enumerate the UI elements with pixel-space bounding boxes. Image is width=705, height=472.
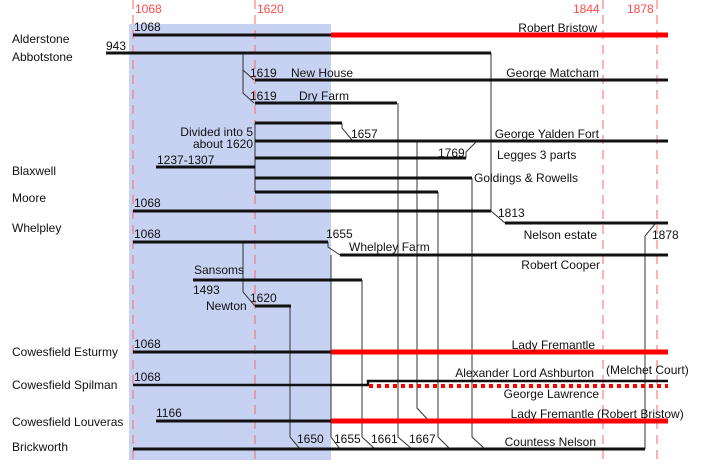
owner-label: Legges 3 parts	[497, 148, 576, 162]
year-label: 1878	[652, 228, 679, 242]
year-label: 1655	[334, 432, 361, 446]
year-label: 1769	[438, 146, 465, 160]
row-label: Abbotstone	[12, 50, 73, 64]
owner-label: Alexander Lord Ashburton	[455, 366, 594, 380]
timeline-segment	[242, 70, 255, 104]
property-label: Dry Farm	[299, 89, 349, 103]
year-label: 1650	[297, 432, 324, 446]
timeline-segment	[465, 140, 478, 158]
timeline-segment	[133, 379, 668, 387]
timeline-segment	[416, 141, 430, 422]
owner-label: Nelson estate	[524, 228, 598, 242]
timeline-segment	[644, 223, 656, 449]
year-label: 943	[106, 39, 126, 53]
timeline-segment	[341, 123, 353, 141]
year-label: 1813	[498, 206, 525, 220]
row-labels: Alderstone Abbotstone Blaxwell Moore Whe…	[12, 32, 123, 454]
owner-label: George Matcham	[506, 66, 599, 80]
owner-label: Robert Bristow	[518, 21, 597, 35]
owner-label: George Yalden Fort	[495, 127, 600, 141]
ownership-lines	[106, 32, 668, 451]
property-label: Whelpley Farm	[349, 240, 430, 254]
year-label: 1619	[250, 89, 277, 103]
note-label: (Melchet Court)	[606, 363, 689, 377]
year-label: 1068	[134, 337, 161, 351]
year-label: 1619	[250, 66, 277, 80]
row-label: Cowesfield Esturmy	[12, 345, 118, 359]
row-label: Brickworth	[12, 440, 68, 454]
year-label: 1661	[371, 432, 398, 446]
year-label: 1657	[351, 127, 378, 141]
year-label: 1166	[156, 406, 182, 420]
year-label: 1068	[134, 196, 161, 210]
year-label: 1493	[193, 283, 220, 297]
year-label: 1068	[134, 20, 161, 34]
timeline-segment	[327, 242, 341, 256]
row-label: Alderstone	[12, 32, 70, 46]
year-label: 1068	[134, 227, 161, 241]
annotations: 1068 Robert Bristow 943 1619 New House G…	[106, 20, 689, 449]
timeline-segment	[289, 306, 301, 450]
note-label: about 1620	[193, 137, 253, 151]
property-label: Newton	[206, 299, 247, 313]
note-label: (Robert Bristow)	[597, 407, 684, 421]
row-label: Whelpley	[12, 221, 61, 235]
year-label: 1237-1307	[157, 153, 215, 167]
owner-label: Lady Fremantle	[511, 407, 595, 421]
row-label: Cowesfield Louveras	[12, 415, 123, 429]
connectors	[242, 53, 656, 450]
timeline-segment	[242, 242, 256, 307]
owner-label: Countess Nelson	[505, 435, 596, 449]
marker-label: 1878	[627, 2, 654, 16]
row-label: Moore	[12, 191, 46, 205]
year-label: 1655	[326, 227, 353, 241]
row-label: Cowesfield Spilman	[12, 378, 117, 392]
marker-label: 1844	[573, 2, 600, 16]
row-label: Blaxwell	[12, 164, 56, 178]
timeline-segment	[471, 178, 486, 450]
note-label: Divided into 5	[180, 125, 253, 139]
owner-label: Lady Fremantle	[512, 338, 596, 352]
owner-label: George Lawrence	[504, 387, 600, 401]
marker-label: 1620	[257, 2, 284, 16]
timeline-segment	[330, 255, 341, 450]
timeline-segment	[437, 192, 451, 450]
year-label: 1667	[409, 432, 436, 446]
marker-label: 1068	[135, 2, 162, 16]
owner-label: Goldings & Rowells	[474, 171, 578, 185]
property-label: Sansoms	[194, 263, 244, 277]
year-markers: 1068 1620 1844 1878	[132, 0, 658, 460]
year-label: 1068	[134, 370, 161, 384]
owner-label: Robert Cooper	[521, 258, 600, 272]
year-label: 1620	[250, 291, 277, 305]
timeline-segment	[397, 103, 413, 450]
timeline-segment	[361, 280, 376, 450]
property-label: New House	[291, 66, 353, 80]
